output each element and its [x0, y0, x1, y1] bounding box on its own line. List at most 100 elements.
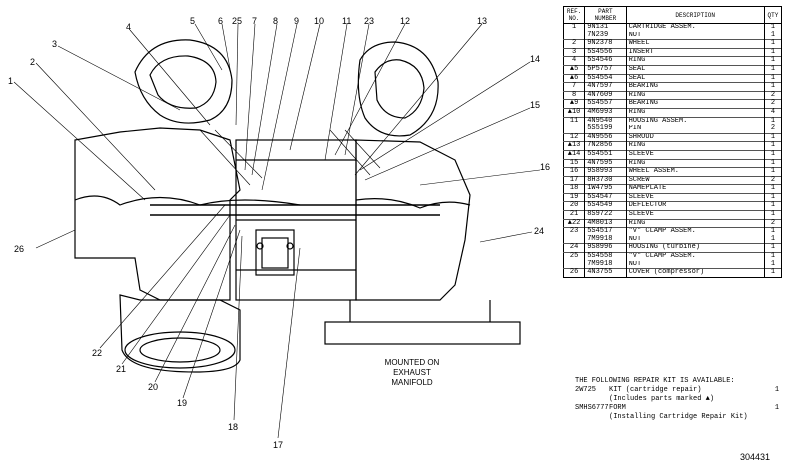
ref-cell: 7	[563, 82, 586, 92]
qty-cell-text: 1	[770, 116, 776, 125]
qty-cell-text: 1	[770, 210, 776, 219]
part-number-cell-text: 5S4554	[587, 73, 613, 82]
ref-cell	[563, 31, 586, 40]
description-cell-text: WHEEL	[628, 39, 650, 48]
qty-cell-text: 1	[770, 184, 776, 193]
description-cell-text: BEARING	[628, 99, 658, 108]
part-number-cell: 8S9722	[584, 210, 627, 220]
part-number-cell-text: 5S4547	[587, 192, 613, 201]
part-number-cell-text: 5P5757	[587, 64, 613, 73]
qty-cell: 1	[764, 22, 783, 32]
qty-cell: 1	[764, 260, 783, 269]
header-part: PART NUMBER	[584, 6, 627, 24]
callout-4: 4	[126, 22, 131, 32]
qty-cell-text: 1	[770, 56, 776, 65]
part-number-cell: 4N7609	[584, 90, 627, 100]
callout-25: 25	[232, 16, 242, 26]
note-line: EXHAUST	[393, 368, 431, 377]
repair-kit-marker-icon: ▲	[567, 218, 572, 227]
ref-cell-text: 17	[569, 175, 579, 184]
ref-cell-text: 2	[571, 39, 577, 48]
ref-cell-text: 5	[574, 64, 579, 73]
description-cell: NAMEPLATE	[626, 184, 765, 194]
ref-cell: 12	[563, 132, 586, 142]
description-cell: INSERT	[626, 47, 765, 57]
part-number-cell: 5S4557	[584, 99, 627, 109]
qty-cell-text: 1	[770, 23, 776, 31]
qty-cell-text: 1	[770, 234, 776, 243]
qty-cell-text: 1	[770, 47, 776, 56]
description-cell: BEARING	[626, 99, 765, 109]
callout-26: 26	[14, 244, 24, 254]
part-number-cell-text: 5S4546	[587, 56, 613, 65]
part-number-cell-text: 5S4517	[587, 227, 613, 236]
description-cell-text: SEAL	[628, 65, 646, 73]
qty-cell-text: 1	[770, 167, 776, 176]
qty-cell-text: 4	[770, 107, 776, 116]
description-cell: SEAL	[626, 73, 765, 83]
part-number-cell: 4N7595	[584, 158, 627, 168]
qty-cell: 2	[764, 99, 783, 109]
form-note: (Installing Cartridge Repair Kit)	[609, 413, 748, 421]
description-cell: DEFLECTOR	[626, 201, 765, 211]
qty-cell-text: 2	[770, 175, 776, 184]
ref-cell-text: 14	[571, 149, 581, 158]
qty-cell: 1	[764, 149, 783, 159]
qty-cell: 1	[764, 268, 783, 278]
description-cell-text: DEFLECTOR	[628, 201, 667, 210]
turbocharger-cross-section-drawing: 1 2 3 4 5 6 25 7 8 9 10 11 23 12 13 14 1…	[8, 16, 550, 450]
part-number-cell: 5S5199	[584, 124, 627, 134]
repair-kit-marker-icon: ▲	[569, 64, 575, 73]
kit-heading: THE FOLLOWING REPAIR KIT IS AVAILABLE:	[575, 377, 735, 385]
qty-cell: 1	[764, 56, 783, 66]
ref-cell: ▲22	[563, 218, 586, 228]
ref-cell: 25	[563, 252, 586, 261]
part-number-cell: 4N3755	[584, 268, 627, 278]
qty-cell: 1	[764, 47, 783, 57]
ref-cell: 16	[563, 167, 586, 177]
qty-cell: 1	[764, 141, 783, 151]
ref-cell: 1	[563, 22, 586, 32]
part-number-cell-text: 9S8996	[587, 243, 613, 252]
part-number-cell-text: 5S5199	[587, 124, 613, 133]
ref-cell-text: 12	[569, 132, 579, 141]
part-number-cell: 5S4551	[584, 149, 627, 159]
qty-cell-text: 1	[770, 149, 776, 158]
ref-cell	[563, 260, 586, 269]
qty-cell: 1	[764, 82, 783, 92]
ref-cell: 18	[563, 184, 586, 194]
ref-cell-text: 9	[574, 99, 579, 108]
description-cell-text: NUT	[628, 31, 642, 39]
header-qty: QTY	[763, 6, 783, 24]
part-number-cell: 4N7597	[584, 82, 627, 92]
description-cell: RING	[626, 158, 765, 168]
description-cell: CARTRIDGE ASSEM.	[626, 22, 765, 32]
ref-cell: ▲14	[563, 149, 586, 159]
callout-22: 22	[92, 348, 102, 358]
part-number-cell: 8H3730	[584, 175, 627, 185]
callout-20: 20	[148, 382, 158, 392]
part-number-cell-text: 5S4551	[587, 149, 613, 158]
ref-cell: ▲6	[563, 73, 586, 83]
description-cell-text: SEAL	[628, 74, 646, 82]
ref-cell-text: 10	[571, 107, 581, 116]
ref-cell: 26	[563, 268, 586, 278]
part-number-cell-text: 9S8993	[587, 167, 613, 176]
ref-cell: 20	[563, 201, 586, 211]
form-part-number: SMHS6777	[575, 404, 609, 412]
description-cell: WHEEL	[626, 39, 765, 49]
part-number-cell: 7M9918	[584, 235, 627, 244]
qty-cell: 1	[764, 227, 783, 236]
